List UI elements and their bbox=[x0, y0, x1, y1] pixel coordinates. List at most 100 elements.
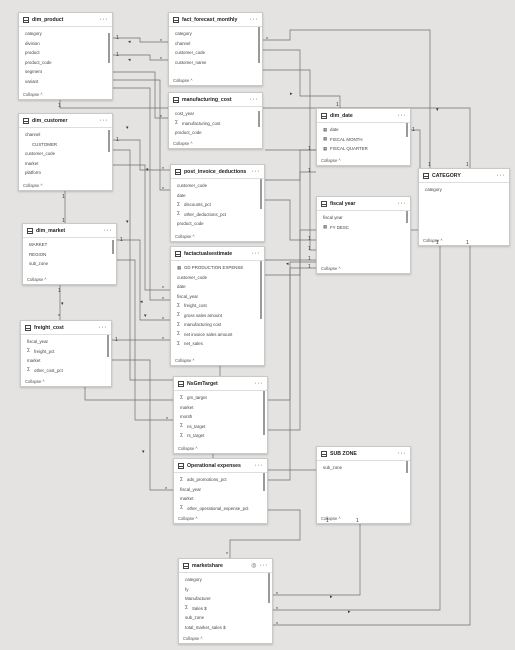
collapse-link[interactable]: Collapse ^ bbox=[321, 266, 341, 271]
field-row[interactable]: market bbox=[174, 403, 267, 413]
collapse-link[interactable]: Collapse ^ bbox=[175, 358, 195, 363]
field-row[interactable]: product_code bbox=[19, 58, 112, 68]
relationship-line[interactable] bbox=[113, 79, 170, 191]
more-options-icon[interactable]: ··· bbox=[259, 561, 268, 569]
table-header[interactable]: dim_product··· bbox=[19, 13, 112, 27]
field-row[interactable]: segment bbox=[19, 67, 112, 77]
relationship-line[interactable] bbox=[84, 387, 173, 401]
collapse-link[interactable]: Collapse ^ bbox=[173, 78, 193, 83]
collapse-link[interactable]: Collapse ^ bbox=[178, 446, 198, 451]
collapse-link[interactable]: Collapse ^ bbox=[173, 141, 193, 146]
scrollbar[interactable] bbox=[406, 211, 408, 223]
field-row[interactable]: fiscal_year bbox=[174, 485, 267, 495]
scrollbar[interactable] bbox=[263, 473, 265, 491]
field-row[interactable]: product_code bbox=[171, 219, 264, 229]
field-row[interactable]: category bbox=[169, 29, 262, 39]
relationship-line[interactable] bbox=[113, 71, 168, 119]
relationship-line[interactable] bbox=[268, 171, 316, 431]
field-row[interactable]: ▦date bbox=[317, 125, 410, 135]
more-options-icon[interactable]: ··· bbox=[251, 249, 260, 257]
relationship-line[interactable] bbox=[268, 267, 316, 401]
more-options-icon[interactable]: ··· bbox=[99, 15, 108, 23]
scrollbar[interactable] bbox=[108, 130, 110, 152]
field-row[interactable]: customer_code bbox=[169, 48, 262, 58]
field-row[interactable]: fy bbox=[179, 585, 272, 595]
field-row[interactable]: customer_code bbox=[19, 149, 112, 159]
field-row[interactable]: category bbox=[419, 185, 509, 195]
field-row[interactable]: ▦FY DESC bbox=[317, 223, 410, 233]
scrollbar[interactable] bbox=[258, 111, 260, 127]
field-row[interactable]: category bbox=[179, 575, 272, 585]
table-header[interactable]: freight_cost··· bbox=[21, 321, 111, 335]
scrollbar[interactable] bbox=[107, 335, 109, 357]
scrollbar[interactable] bbox=[260, 261, 262, 319]
collapse-link[interactable]: Collapse ^ bbox=[23, 183, 43, 188]
field-row[interactable]: category bbox=[19, 29, 112, 39]
more-options-icon[interactable]: ··· bbox=[397, 111, 406, 119]
field-row[interactable]: market bbox=[19, 159, 112, 169]
table-header[interactable]: post_invoice_deductions··· bbox=[171, 165, 264, 179]
more-options-icon[interactable]: ··· bbox=[249, 15, 258, 23]
more-options-icon[interactable]: ··· bbox=[254, 379, 263, 387]
field-row[interactable]: date bbox=[171, 191, 264, 201]
field-row[interactable]: Manufacturer bbox=[179, 594, 272, 604]
field-row[interactable]: market bbox=[21, 356, 111, 366]
collapse-link[interactable]: Collapse ^ bbox=[423, 238, 443, 243]
more-options-icon[interactable]: ··· bbox=[397, 199, 406, 207]
field-row[interactable]: fiscal_year bbox=[171, 292, 264, 302]
scrollbar[interactable] bbox=[258, 27, 260, 63]
field-row[interactable]: MARKET bbox=[23, 240, 116, 250]
field-row[interactable]: channel bbox=[19, 130, 112, 140]
scrollbar[interactable] bbox=[406, 461, 408, 473]
table-header[interactable]: marketshare◎··· bbox=[179, 559, 272, 573]
more-options-icon[interactable]: ··· bbox=[98, 323, 107, 331]
scrollbar[interactable] bbox=[406, 123, 408, 137]
relationship-line[interactable] bbox=[263, 69, 316, 251]
field-row[interactable]: CUSTOMER bbox=[19, 140, 112, 150]
field-row[interactable]: fiscal_year bbox=[21, 337, 111, 347]
more-options-icon[interactable]: ··· bbox=[254, 461, 263, 469]
table-header[interactable]: Operational expenses··· bbox=[174, 459, 267, 473]
eye-hidden-icon[interactable]: ◎ bbox=[251, 563, 257, 569]
collapse-link[interactable]: Collapse ^ bbox=[183, 636, 203, 641]
field-row[interactable]: sub_zone bbox=[317, 463, 410, 473]
relationship-line[interactable] bbox=[117, 239, 170, 321]
relationship-line[interactable] bbox=[265, 149, 316, 181]
relationship-line[interactable] bbox=[263, 49, 341, 108]
table-header[interactable]: CATEGORY··· bbox=[419, 169, 509, 183]
field-row[interactable]: customer_name bbox=[169, 58, 262, 68]
relationship-line[interactable] bbox=[273, 246, 471, 626]
table-card-dim-date[interactable]: dim_date···▦date▦FISCAL MONTH▦FISCAL QUA… bbox=[316, 108, 411, 166]
field-row[interactable]: channel bbox=[169, 39, 262, 49]
table-header[interactable]: NsGmTarget··· bbox=[174, 377, 267, 391]
table-header[interactable]: dim_market··· bbox=[23, 224, 116, 238]
field-row[interactable]: total_market_sales $ bbox=[179, 623, 272, 633]
collapse-link[interactable]: Collapse ^ bbox=[321, 516, 341, 521]
relationship-line[interactable] bbox=[117, 259, 173, 421]
scrollbar[interactable] bbox=[112, 240, 114, 254]
field-row[interactable]: ▦FISCAL MONTH bbox=[317, 135, 410, 145]
relationship-line[interactable] bbox=[268, 261, 316, 481]
relationship-line[interactable] bbox=[113, 139, 170, 171]
more-options-icon[interactable]: ··· bbox=[99, 116, 108, 124]
more-options-icon[interactable]: ··· bbox=[251, 167, 260, 175]
